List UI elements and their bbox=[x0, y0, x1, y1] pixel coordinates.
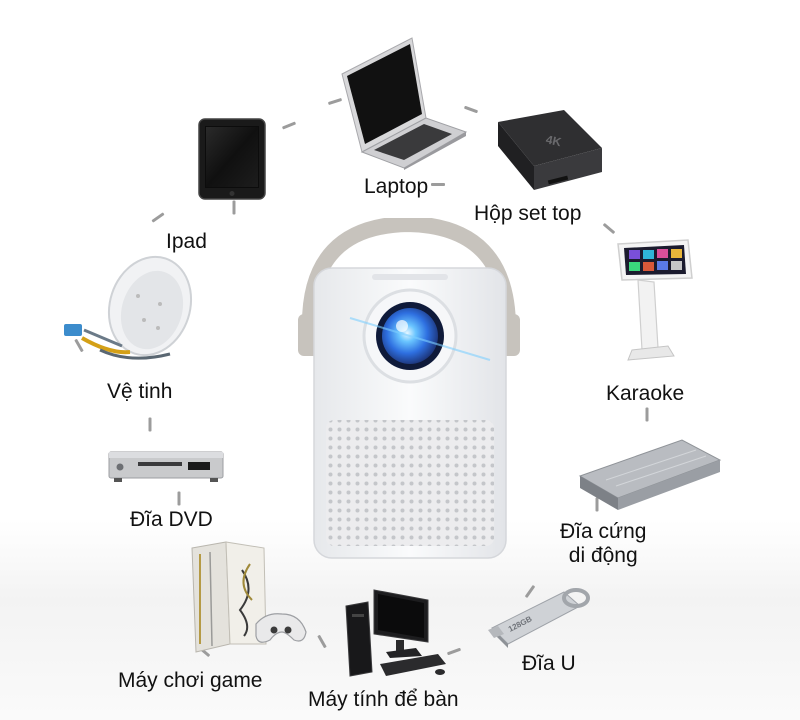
label-portable-hdd-line1: Đĩa cứng bbox=[560, 520, 647, 543]
dvd-player-image bbox=[108, 451, 224, 482]
label-karaoke: Karaoke bbox=[606, 382, 685, 405]
ipad-image bbox=[198, 118, 266, 200]
label-portable-hdd: Đĩa cứng di động bbox=[560, 520, 646, 568]
label-laptop: Laptop bbox=[364, 175, 429, 198]
connector-dash bbox=[281, 121, 297, 130]
settop-box-image: 4K bbox=[498, 110, 602, 190]
projector-image bbox=[298, 218, 520, 559]
label-portable-hdd-line2: di động bbox=[568, 544, 638, 568]
usb-drive-image: 128GB bbox=[488, 588, 590, 648]
connector-dash bbox=[431, 183, 445, 186]
connector-dash bbox=[645, 407, 649, 422]
portable-hdd-image bbox=[578, 439, 722, 510]
label-satellite: Vệ tinh bbox=[107, 380, 173, 403]
label-game-console: Máy chơi game bbox=[118, 669, 263, 692]
label-settop-box: Hộp set top bbox=[474, 202, 582, 225]
satellite-dish-image bbox=[64, 255, 193, 360]
connector-dash bbox=[148, 417, 152, 432]
label-dvd: Đĩa DVD bbox=[130, 508, 213, 531]
connector-dash bbox=[232, 200, 236, 215]
game-console-image bbox=[191, 541, 307, 653]
label-desktop: Máy tính để bàn bbox=[308, 688, 459, 711]
label-ipad: Ipad bbox=[166, 230, 207, 253]
laptop-image bbox=[341, 37, 468, 170]
connector-dash bbox=[177, 491, 181, 506]
connector-dash bbox=[602, 222, 616, 235]
desktop-computer-image bbox=[345, 589, 446, 677]
karaoke-stand-image bbox=[617, 239, 693, 361]
settop-badge-text: 4K bbox=[545, 132, 563, 149]
connector-dash bbox=[151, 212, 165, 223]
label-usb: Đĩa U bbox=[522, 652, 576, 675]
